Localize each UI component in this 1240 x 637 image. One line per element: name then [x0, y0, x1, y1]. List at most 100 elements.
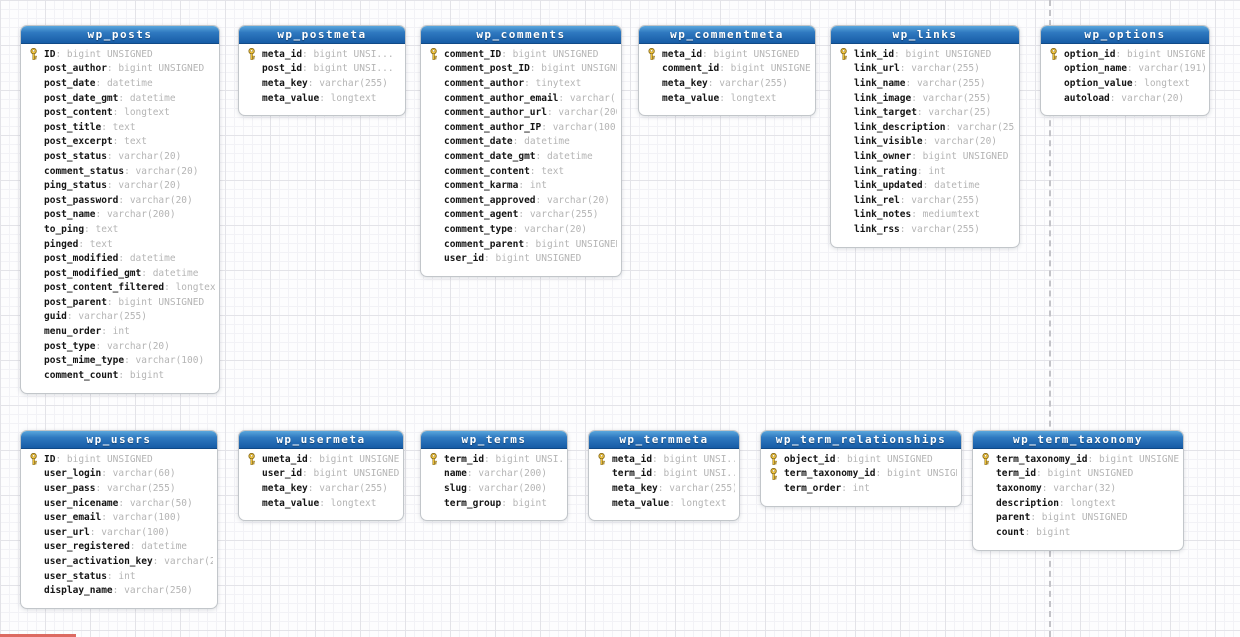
field-row-display_name[interactable]: display_name: varchar(250) [29, 583, 213, 598]
field-row-link_rating[interactable]: link_rating: int [839, 164, 1015, 179]
field-row-user_id[interactable]: user_id: bigint UNSIGNED [429, 251, 617, 266]
field-row-link_owner[interactable]: link_owner: bigint UNSIGNED [839, 149, 1015, 164]
field-row-slug[interactable]: slug: varchar(200) [429, 481, 563, 496]
field-row-comment_approved[interactable]: comment_approved: varchar(20) [429, 193, 617, 208]
field-row-comment_agent[interactable]: comment_agent: varchar(255) [429, 208, 617, 223]
table-card-wp_terms[interactable]: wp_terms term_id: bigint UNSI...name: var… [420, 430, 568, 522]
field-row-taxonomy[interactable]: taxonomy: varchar(32) [981, 481, 1179, 496]
field-row-comment_author[interactable]: comment_author: tinytext [429, 76, 617, 91]
field-row-post_excerpt[interactable]: post_excerpt: text [29, 135, 215, 150]
field-row-pinged[interactable]: pinged: text [29, 237, 215, 252]
field-row-post_date_gmt[interactable]: post_date_gmt: datetime [29, 91, 215, 106]
field-row-option_name[interactable]: option_name: varchar(191) [1049, 62, 1205, 77]
field-row-meta_value[interactable]: meta_value: longtext [247, 496, 399, 511]
field-row-meta_key[interactable]: meta_key: varchar(255) [647, 76, 811, 91]
table-title-wp_usermeta[interactable]: wp_usermeta [239, 431, 403, 449]
field-row-comment_author_email[interactable]: comment_author_email: varchar(... [429, 91, 617, 106]
field-row-to_ping[interactable]: to_ping: text [29, 222, 215, 237]
field-row-comment_content[interactable]: comment_content: text [429, 164, 617, 179]
table-title-wp_terms[interactable]: wp_terms [421, 431, 567, 449]
field-row-comment_type[interactable]: comment_type: varchar(20) [429, 222, 617, 237]
field-row-term_id[interactable]: term_id: bigint UNSIGNED [981, 467, 1179, 482]
table-title-wp_links[interactable]: wp_links [831, 26, 1019, 44]
field-row-term_id[interactable]: term_id: bigint UNSI... [429, 452, 563, 467]
field-row-post_mime_type[interactable]: post_mime_type: varchar(100) [29, 353, 215, 368]
field-row-link_visible[interactable]: link_visible: varchar(20) [839, 135, 1015, 150]
field-row-option_id[interactable]: option_id: bigint UNSIGNED [1049, 47, 1205, 62]
field-row-user_status[interactable]: user_status: int [29, 569, 213, 584]
table-title-wp_commentmeta[interactable]: wp_commentmeta [639, 26, 815, 44]
field-row-meta_value[interactable]: meta_value: longtext [647, 91, 811, 106]
field-row-user_activation_key[interactable]: user_activation_key: varchar(255) [29, 554, 213, 569]
table-title-wp_termmeta[interactable]: wp_termmeta [589, 431, 739, 449]
field-row-post_id[interactable]: post_id: bigint UNSI... [247, 62, 401, 77]
field-row-user_nicename[interactable]: user_nicename: varchar(50) [29, 496, 213, 511]
table-title-wp_options[interactable]: wp_options [1041, 26, 1209, 44]
field-row-meta_id[interactable]: meta_id: bigint UNSI... [247, 47, 401, 62]
field-row-meta_value[interactable]: meta_value: longtext [247, 91, 401, 106]
field-row-parent[interactable]: parent: bigint UNSIGNED [981, 510, 1179, 525]
field-row-post_name[interactable]: post_name: varchar(200) [29, 208, 215, 223]
field-row-user_pass[interactable]: user_pass: varchar(255) [29, 481, 213, 496]
field-row-object_id[interactable]: object_id: bigint UNSIGNED [769, 452, 957, 467]
table-card-wp_postmeta[interactable]: wp_postmeta meta_id: bigint UNSI...post_i… [238, 25, 406, 117]
field-row-term_group[interactable]: term_group: bigint [429, 496, 563, 511]
field-row-name[interactable]: name: varchar(200) [429, 467, 563, 482]
field-row-link_rel[interactable]: link_rel: varchar(255) [839, 193, 1015, 208]
field-row-comment_karma[interactable]: comment_karma: int [429, 178, 617, 193]
field-row-user_url[interactable]: user_url: varchar(100) [29, 525, 213, 540]
table-title-wp_posts[interactable]: wp_posts [21, 26, 219, 44]
field-row-meta_key[interactable]: meta_key: varchar(255) [247, 481, 399, 496]
field-row-meta_key[interactable]: meta_key: varchar(255) [597, 481, 735, 496]
field-row-autoload[interactable]: autoload: varchar(20) [1049, 91, 1205, 106]
field-row-post_modified[interactable]: post_modified: datetime [29, 251, 215, 266]
field-row-ping_status[interactable]: ping_status: varchar(20) [29, 178, 215, 193]
field-row-comment_parent[interactable]: comment_parent: bigint UNSIGNED [429, 237, 617, 252]
table-title-wp_comments[interactable]: wp_comments [421, 26, 621, 44]
field-row-post_password[interactable]: post_password: varchar(20) [29, 193, 215, 208]
field-row-comment_author_IP[interactable]: comment_author_IP: varchar(100) [429, 120, 617, 135]
table-title-wp_postmeta[interactable]: wp_postmeta [239, 26, 405, 44]
field-row-term_taxonomy_id[interactable]: term_taxonomy_id: bigint UNSIGNED [769, 467, 957, 482]
field-row-comment_count[interactable]: comment_count: bigint [29, 368, 215, 383]
field-row-term_id[interactable]: term_id: bigint UNSI... [597, 467, 735, 482]
field-row-post_status[interactable]: post_status: varchar(20) [29, 149, 215, 164]
field-row-guid[interactable]: guid: varchar(255) [29, 310, 215, 325]
field-row-count[interactable]: count: bigint [981, 525, 1179, 540]
field-row-link_target[interactable]: link_target: varchar(25) [839, 105, 1015, 120]
field-row-link_id[interactable]: link_id: bigint UNSIGNED [839, 47, 1015, 62]
field-row-description[interactable]: description: longtext [981, 496, 1179, 511]
field-row-meta_value[interactable]: meta_value: longtext [597, 496, 735, 511]
field-row-link_description[interactable]: link_description: varchar(255) [839, 120, 1015, 135]
table-title-wp_users[interactable]: wp_users [21, 431, 217, 449]
field-row-link_notes[interactable]: link_notes: mediumtext [839, 208, 1015, 223]
table-title-wp_term_relationships[interactable]: wp_term_relationships [761, 431, 961, 449]
field-row-user_login[interactable]: user_login: varchar(60) [29, 467, 213, 482]
field-row-user_email[interactable]: user_email: varchar(100) [29, 510, 213, 525]
field-row-comment_id[interactable]: comment_id: bigint UNSIGNED [647, 62, 811, 77]
table-card-wp_termmeta[interactable]: wp_termmeta meta_id: bigint UNSI...term_i… [588, 430, 740, 522]
field-row-option_value[interactable]: option_value: longtext [1049, 76, 1205, 91]
field-row-link_rss[interactable]: link_rss: varchar(255) [839, 222, 1015, 237]
field-row-user_id[interactable]: user_id: bigint UNSIGNED [247, 467, 399, 482]
field-row-umeta_id[interactable]: umeta_id: bigint UNSIGNED [247, 452, 399, 467]
field-row-post_parent[interactable]: post_parent: bigint UNSIGNED [29, 295, 215, 310]
field-row-comment_post_ID[interactable]: comment_post_ID: bigint UNSIGNED [429, 62, 617, 77]
field-row-comment_date_gmt[interactable]: comment_date_gmt: datetime [429, 149, 617, 164]
field-row-link_updated[interactable]: link_updated: datetime [839, 178, 1015, 193]
field-row-comment_status[interactable]: comment_status: varchar(20) [29, 164, 215, 179]
field-row-ID[interactable]: ID: bigint UNSIGNED [29, 47, 215, 62]
field-row-meta_id[interactable]: meta_id: bigint UNSIGNED [647, 47, 811, 62]
field-row-comment_ID[interactable]: comment_ID: bigint UNSIGNED [429, 47, 617, 62]
field-row-post_content_filtered[interactable]: post_content_filtered: longtext [29, 281, 215, 296]
field-row-meta_id[interactable]: meta_id: bigint UNSI... [597, 452, 735, 467]
field-row-post_author[interactable]: post_author: bigint UNSIGNED [29, 62, 215, 77]
field-row-menu_order[interactable]: menu_order: int [29, 324, 215, 339]
